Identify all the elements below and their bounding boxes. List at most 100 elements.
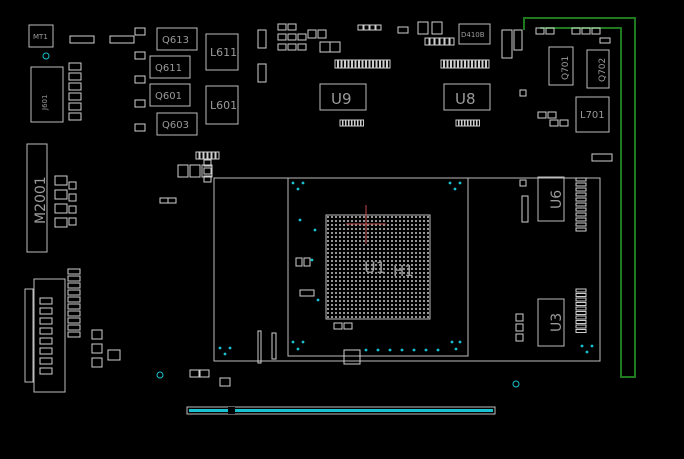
smd-pad [362, 59, 366, 69]
smd-pad [575, 297, 587, 302]
smd-pad [440, 59, 444, 69]
smd-pad [375, 24, 382, 31]
smd-pad [387, 59, 391, 69]
via [388, 348, 392, 352]
smd-pad [68, 82, 82, 91]
component-q702[interactable]: Q702 [586, 49, 610, 89]
component-u3[interactable]: U3 [537, 298, 565, 347]
smd-pad [39, 297, 53, 305]
smd-pad [39, 327, 53, 335]
component-d410b[interactable]: D410B [458, 23, 491, 45]
smd-pad [54, 217, 68, 228]
smd-pad [67, 331, 81, 338]
component-q613[interactable]: Q613 [156, 27, 198, 51]
smd-pad [91, 343, 103, 354]
component-u6[interactable]: U6 [537, 176, 565, 222]
smd-pad [472, 59, 476, 69]
smd-pad [334, 59, 338, 69]
component-u1-bga[interactable]: U1 H1 [325, 205, 431, 320]
component-q611[interactable]: Q611 [149, 55, 191, 79]
smd-pad [134, 51, 146, 60]
component-l701[interactable]: L701 [575, 96, 610, 133]
smd-pad [581, 27, 591, 35]
component-u9[interactable]: U9 [319, 83, 367, 111]
smd-pad [134, 75, 146, 84]
smd-pad [513, 29, 523, 51]
component-j601[interactable]: J601 [30, 66, 64, 123]
smd-pad [417, 21, 429, 35]
label-q701: Q701 [561, 56, 571, 80]
smd-pad [303, 257, 311, 267]
component-l611[interactable]: L611 [205, 33, 239, 71]
smd-pad [479, 59, 483, 69]
smd-pad [429, 37, 435, 46]
smd-pad [297, 43, 307, 51]
smd-pad [287, 23, 297, 31]
smd-pad [575, 288, 587, 293]
component-connector-left-bottom[interactable] [24, 278, 66, 393]
component-q601[interactable]: Q601 [149, 83, 191, 107]
label-u8: U8 [455, 90, 476, 108]
smd-pad [486, 59, 490, 69]
via [298, 218, 302, 222]
smd-pad [277, 33, 287, 41]
smd-pad [39, 367, 53, 375]
smd-pad [369, 59, 373, 69]
smd-pad [424, 37, 430, 46]
smd-pad [575, 177, 587, 182]
smd-pad [295, 257, 303, 267]
smd-pad [67, 317, 81, 324]
smd-pad [68, 205, 77, 214]
label-l601: L601 [210, 99, 237, 112]
smd-pad [575, 306, 587, 311]
via [436, 348, 440, 352]
via-mt1 [42, 52, 50, 60]
smd-pad [211, 151, 216, 160]
smd-pad [575, 293, 587, 297]
component-m2001[interactable]: M2001 [26, 143, 49, 253]
smd-pad [515, 313, 524, 322]
smd-pad [67, 310, 81, 317]
module-outline [213, 177, 601, 362]
smd-pad [287, 33, 297, 41]
smd-pad [257, 330, 262, 364]
smd-pad [68, 62, 82, 71]
smd-pad [515, 323, 524, 332]
smd-pad [203, 159, 212, 167]
smd-pad [277, 43, 287, 51]
smd-pad [575, 315, 587, 320]
component-q701[interactable]: Q701 [548, 46, 574, 86]
smd-pad [559, 119, 569, 127]
smd-pad [352, 59, 356, 69]
smd-pad [67, 275, 81, 282]
smd-pad [444, 59, 448, 69]
smd-pad [575, 311, 587, 315]
smd-pad [397, 26, 409, 34]
edge-connector[interactable] [186, 406, 496, 415]
smd-pad [203, 167, 212, 175]
smd-pad [287, 43, 297, 51]
label-q603: Q603 [162, 120, 189, 131]
component-mt1[interactable]: MT1 [28, 24, 54, 48]
smd-pad [575, 187, 587, 192]
smd-pad [317, 29, 327, 39]
smd-pad [54, 203, 68, 214]
smd-pad [271, 332, 277, 360]
smd-pad [547, 111, 557, 119]
label-h1: H1 [393, 262, 414, 280]
component-q603[interactable]: Q603 [156, 112, 198, 136]
smd-pad [515, 333, 524, 342]
component-u8[interactable]: U8 [443, 83, 491, 111]
smd-pad [591, 153, 613, 162]
smd-pad [67, 296, 81, 303]
smd-pad [575, 182, 587, 187]
label-q601: Q601 [155, 91, 182, 102]
label-q702: Q702 [598, 58, 608, 82]
component-l601[interactable]: L601 [205, 85, 239, 125]
smd-pad [199, 369, 210, 378]
smd-pad [134, 99, 146, 108]
smd-pad [333, 322, 343, 330]
smd-pad [591, 27, 601, 35]
via [364, 348, 368, 352]
